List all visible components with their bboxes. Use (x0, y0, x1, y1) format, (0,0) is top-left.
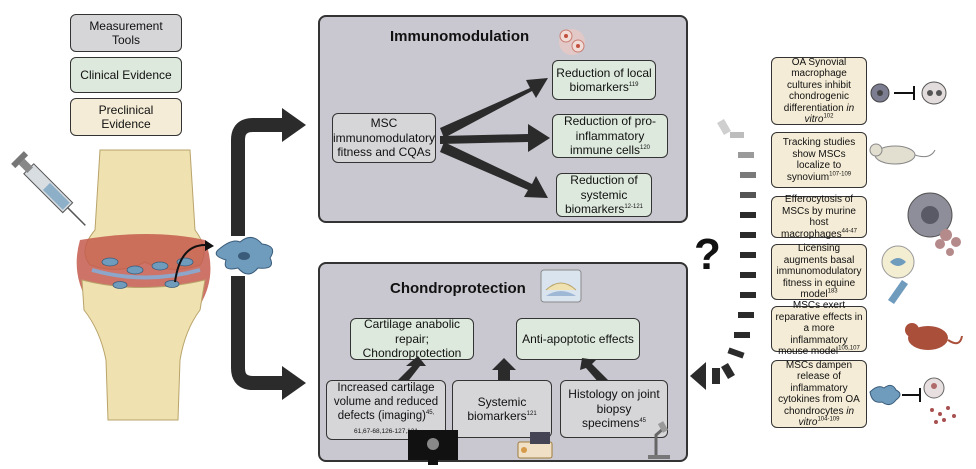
systemic-biomarkers-box: Systemic biomarkers121 (452, 380, 552, 438)
preclinical-box-1: OA Synovial macrophage cultures inhibit … (771, 57, 867, 125)
preclinical-box-4: Licensing augments basal immunomodulator… (771, 243, 867, 300)
preclinical-box-2: Tracking studies show MSCs localize to s… (771, 132, 867, 188)
legend-measurement-tools: Measurement Tools (70, 14, 182, 52)
mouse-icon (869, 143, 936, 165)
preclinical-box-3: Efferocytosis of MSCs by murine host mac… (771, 194, 867, 240)
horse-icon (881, 245, 915, 304)
reduction-local-biomarkers: Reduction of local biomarkers119 (552, 60, 656, 100)
histology-box: Histology on joint biopsy specimens45 (560, 380, 668, 438)
anti-apoptotic-effects: Anti-apoptotic effects (516, 318, 640, 360)
reduction-systemic-biomarkers: Reduction of systemic biomarkers12-121 (556, 173, 652, 217)
legend-preclinical-evidence: Preclinical Evidence (70, 98, 182, 136)
analyzer-icon (517, 432, 553, 459)
msc-fitness-box: MSC immunomodulatory fitness and CQAs (332, 113, 436, 163)
macrophage-icon (870, 81, 947, 105)
question-mark: ? (694, 230, 721, 279)
monitor-icon (408, 430, 458, 465)
legend-clinical-evidence: Clinical Evidence (70, 57, 182, 93)
preclinical-box-5: MSCs exert reparative effects in a more … (771, 300, 867, 357)
preclinical-box-6: MSCs dampen release of inflammatory cyto… (771, 360, 867, 428)
cartilage-anabolic-repair: Cartilage anabolic repair; Chondroprotec… (350, 317, 474, 360)
microscope-icon (648, 421, 670, 459)
immunomodulation-title: Immunomodulation (390, 28, 530, 45)
reduction-immune-cells: Reduction of pro-inflammatory immune cel… (552, 114, 668, 158)
chondroprotection-title: Chondroprotection (390, 280, 526, 297)
